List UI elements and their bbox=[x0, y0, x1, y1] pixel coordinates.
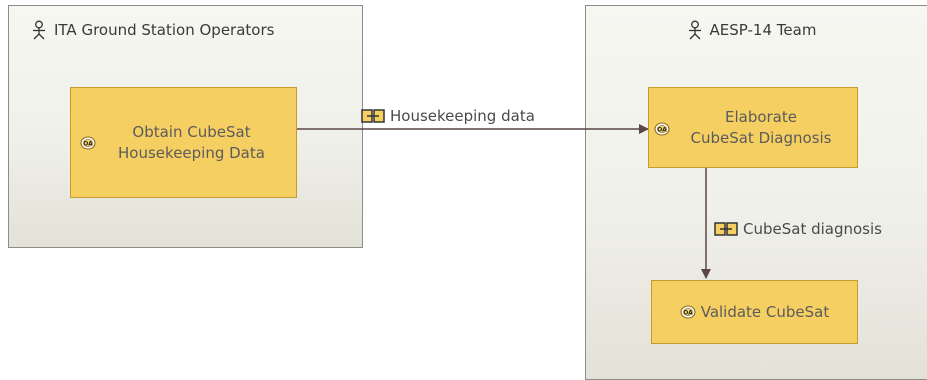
operational-activity-icon: OA bbox=[654, 122, 670, 136]
svg-text:OA: OA bbox=[683, 309, 693, 316]
function-elaborate-cubesat-diagnosis[interactable]: OA Elaborate CubeSat Diagnosis bbox=[648, 87, 858, 168]
interaction-icon bbox=[714, 222, 738, 236]
function-label: Elaborate CubeSat Diagnosis bbox=[690, 107, 832, 147]
actor-name: AESP-14 Team bbox=[709, 21, 817, 39]
actor-name: ITA Ground Station Operators bbox=[54, 21, 275, 39]
exchange-cubesat-diagnosis[interactable]: CubeSat diagnosis bbox=[714, 220, 882, 238]
operational-activity-icon: OA bbox=[680, 305, 696, 319]
actor-header: AESP-14 Team bbox=[586, 20, 927, 40]
function-obtain-cubesat-housekeeping-data[interactable]: OA Obtain CubeSat Housekeeping Data bbox=[70, 87, 297, 198]
svg-text:OA: OA bbox=[657, 126, 667, 133]
function-label: Obtain CubeSat Housekeeping Data bbox=[118, 122, 265, 162]
interaction-icon bbox=[361, 109, 385, 123]
exchange-housekeeping-data[interactable]: Housekeeping data bbox=[361, 107, 535, 125]
exchange-label: CubeSat diagnosis bbox=[743, 220, 882, 238]
actor-icon bbox=[688, 20, 701, 40]
function-label: Validate CubeSat bbox=[700, 302, 830, 321]
actor-header: ITA Ground Station Operators bbox=[9, 20, 362, 40]
exchange-label: Housekeeping data bbox=[390, 107, 535, 125]
actor-ita-ground-station-operators[interactable]: ITA Ground Station Operators bbox=[8, 5, 363, 248]
operational-activity-icon: OA bbox=[80, 136, 96, 150]
actor-icon bbox=[33, 20, 45, 40]
svg-text:OA: OA bbox=[83, 140, 93, 147]
function-label-row: OA Validate CubeSat bbox=[680, 302, 830, 323]
function-validate-cubesat[interactable]: OA Validate CubeSat bbox=[651, 280, 858, 344]
